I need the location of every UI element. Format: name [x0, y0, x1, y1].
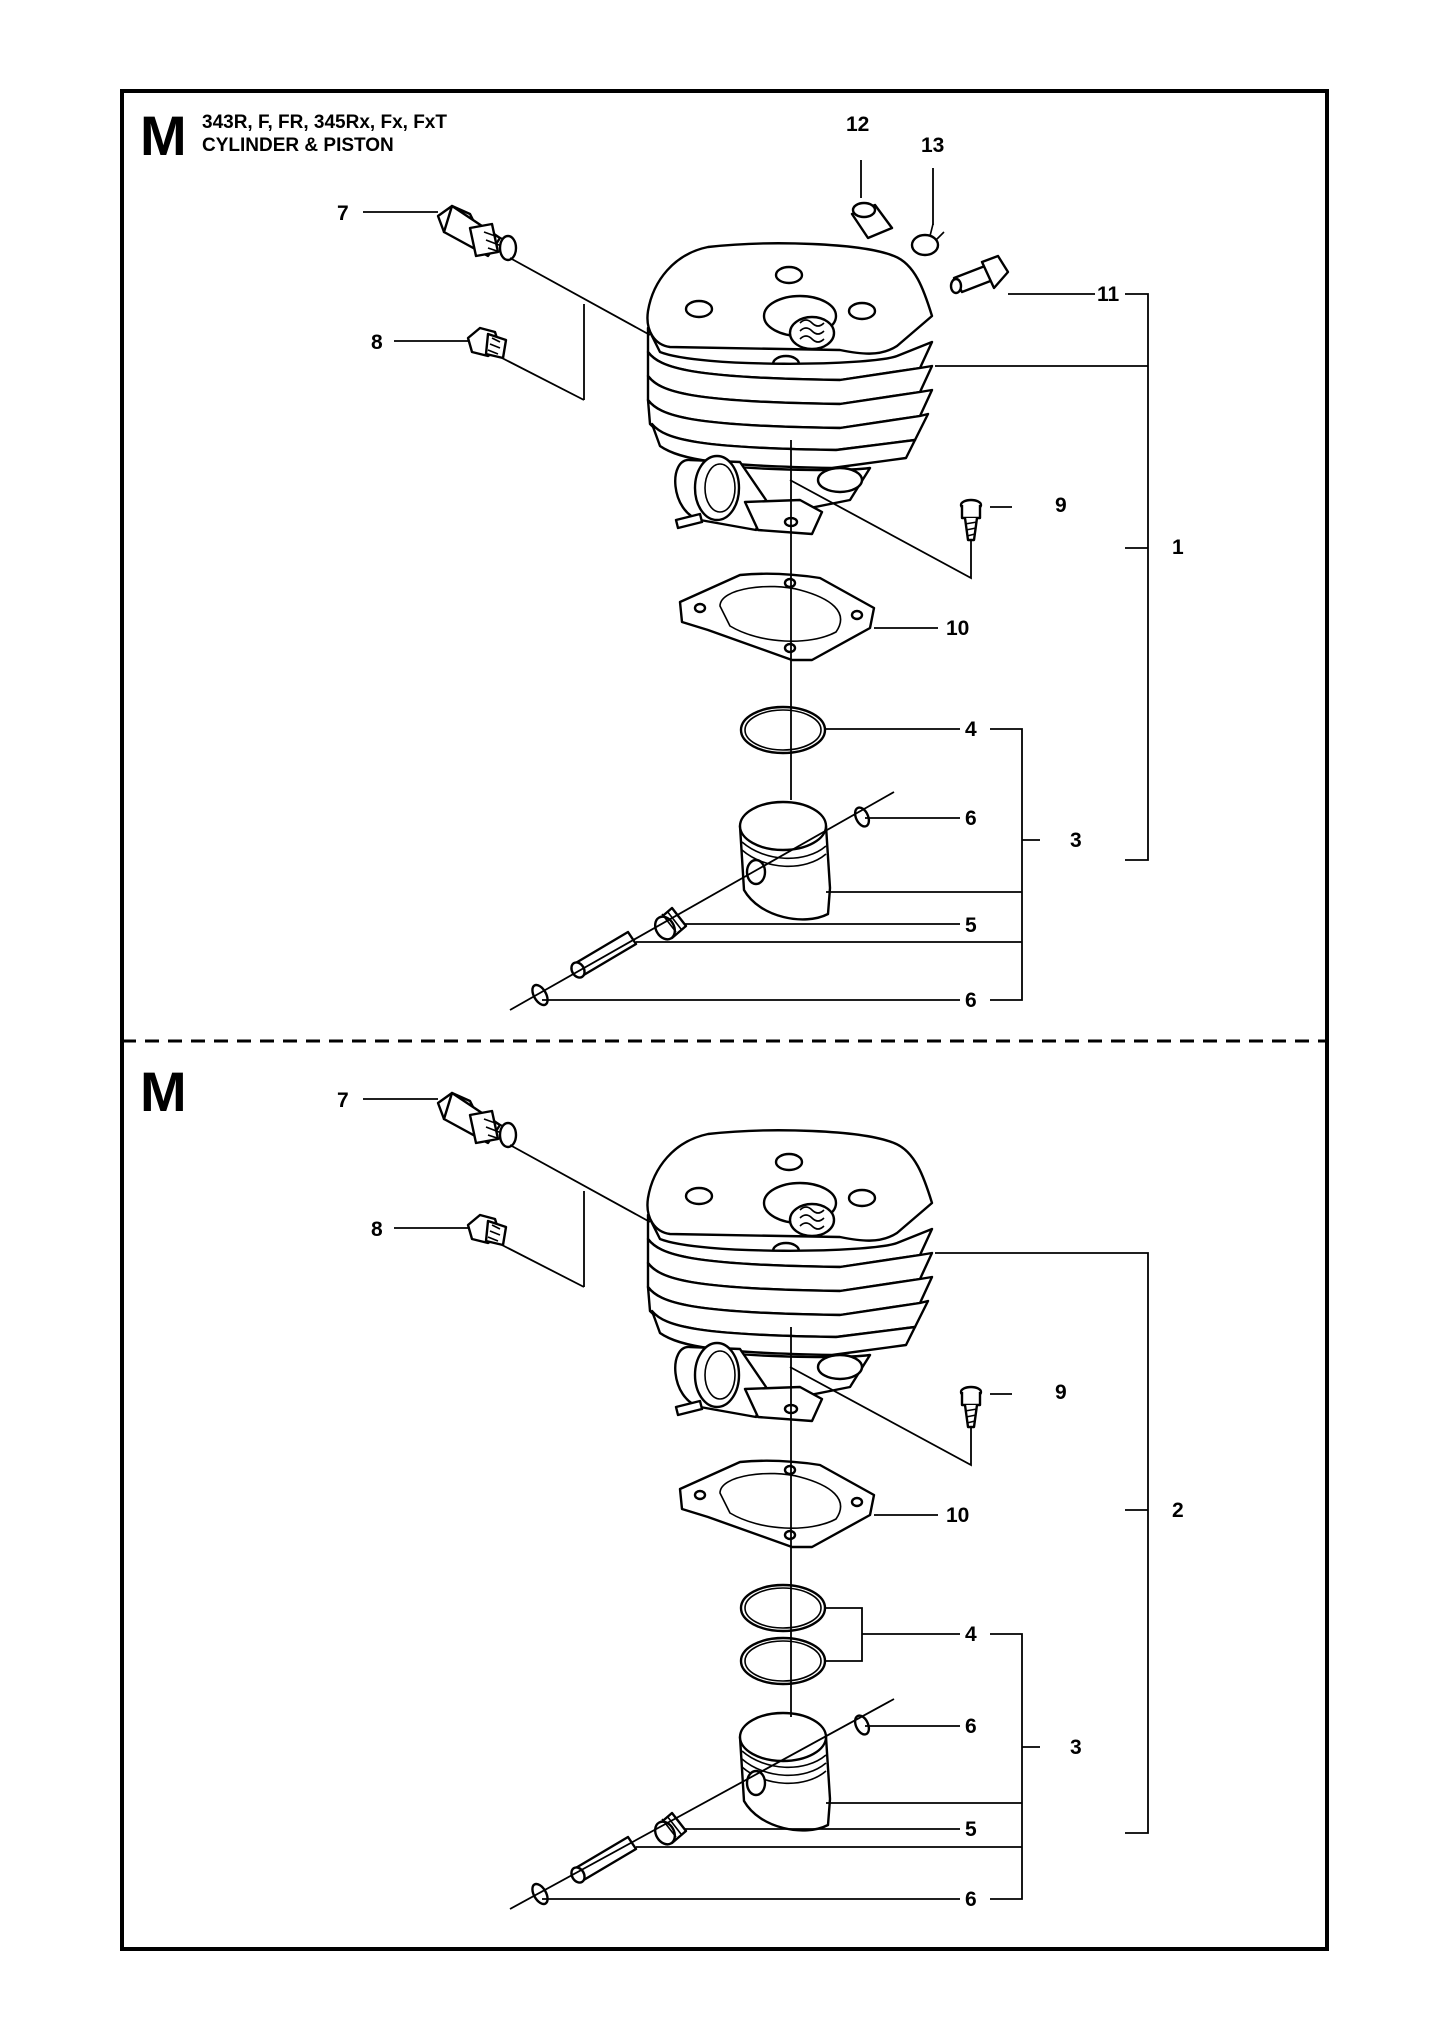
screw-part-9 [959, 498, 983, 542]
callout-3-b: 3 [1070, 1736, 1082, 1759]
gasket-part-10-b [678, 1459, 876, 1549]
leader-lines-bottom [363, 1098, 1149, 1910]
callout-2-b: 2 [1172, 1499, 1184, 1522]
cylinder-part [646, 242, 934, 536]
sheet-frame [120, 89, 1329, 1951]
needle-bearing-part-5-b [653, 1811, 688, 1846]
section-letter-bottom: M [140, 1060, 187, 1123]
gasket-part-10 [678, 572, 876, 662]
callout-7: 7 [337, 202, 349, 225]
callout-4-b: 4 [965, 1623, 977, 1646]
circlip-part-6b-b [531, 1882, 549, 1906]
plug-part-8 [466, 326, 508, 360]
valve-part-7 [436, 204, 518, 262]
callout-6-upper: 6 [965, 807, 977, 830]
plug-part-8-b [466, 1213, 508, 1247]
callout-10: 10 [946, 617, 969, 640]
piston-pin-part [570, 930, 638, 979]
screw-part-9-b [959, 1385, 983, 1429]
circlip-part-6b [531, 983, 549, 1007]
section-top: M 343R, F, FR, 345Rx, Fx, FxT CYLINDER &… [140, 104, 1184, 1012]
callout-11: 11 [1097, 283, 1120, 306]
callout-9-b: 9 [1055, 1381, 1067, 1404]
callout-6-upper-b: 6 [965, 1715, 977, 1738]
piston-rings-part-4-b [739, 1583, 827, 1686]
callout-1: 1 [1172, 536, 1184, 559]
callout-13: 13 [921, 134, 944, 157]
piston-part [738, 800, 832, 921]
needle-bearing-part-5 [653, 906, 688, 941]
callout-8-b: 8 [371, 1218, 383, 1241]
piston-pin-part-b [570, 1835, 638, 1884]
circlip-part-6a [853, 806, 871, 828]
callout-3: 3 [1070, 829, 1082, 852]
piston-part-b [738, 1711, 832, 1832]
diagram-subtitle: CYLINDER & PISTON [202, 135, 394, 156]
valve-part-7-b [436, 1091, 518, 1149]
callout-7-b: 7 [337, 1089, 349, 1112]
callout-6-lower-b: 6 [965, 1888, 977, 1911]
callout-10-b: 10 [946, 1504, 969, 1527]
callout-6-lower: 6 [965, 989, 977, 1012]
section-letter-top: M [140, 104, 187, 167]
section-bottom: M [140, 1060, 1184, 1911]
diagram-title: 343R, F, FR, 345Rx, Fx, FxT [202, 112, 447, 133]
leader-lines-top [363, 160, 1149, 1011]
callout-9: 9 [1055, 494, 1067, 517]
sleeve-part-12 [850, 201, 894, 240]
callout-12: 12 [846, 113, 869, 136]
cylinder-part-b [646, 1129, 934, 1423]
piston-ring-part-4 [739, 705, 827, 755]
callout-5: 5 [965, 914, 977, 937]
circlip-part-6a-b [853, 1714, 871, 1736]
callout-5-b: 5 [965, 1818, 977, 1841]
clip-part-13 [910, 223, 945, 257]
callout-4: 4 [965, 718, 977, 741]
fitting-part-11 [949, 254, 1010, 295]
callout-8: 8 [371, 331, 383, 354]
